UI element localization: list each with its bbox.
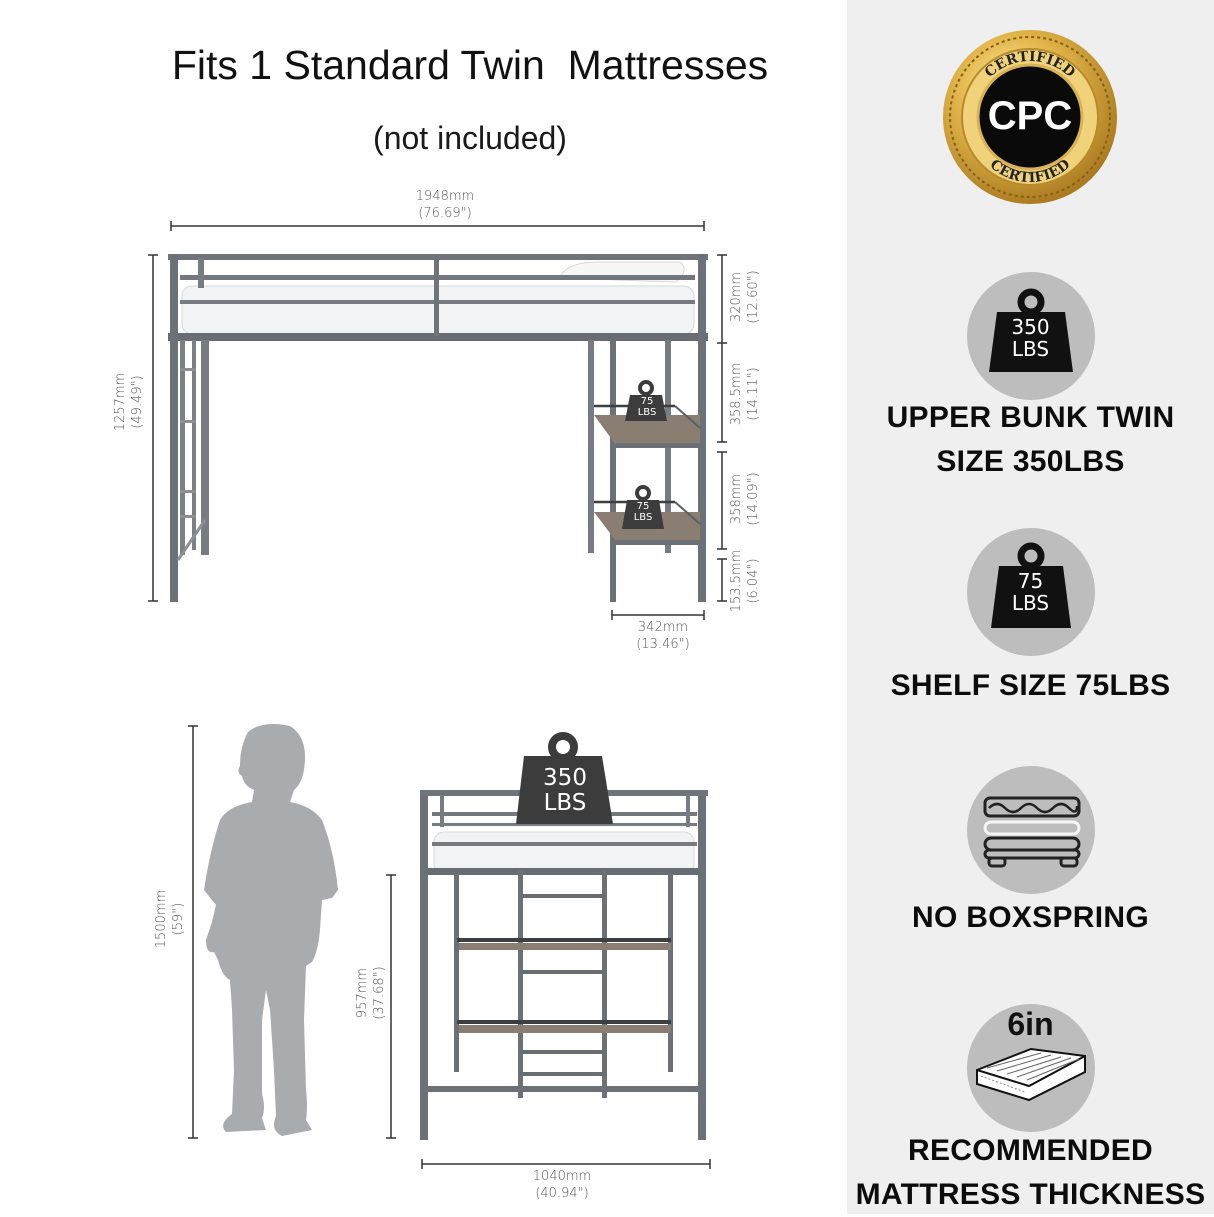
bed-weight-value: 350 (543, 765, 587, 791)
clearance-label: 957mm (37.68") (354, 948, 388, 1038)
upper-bunk-weight-text: 350 LBS (967, 316, 1095, 360)
shelf-weight-icon-1 (625, 380, 667, 421)
shelf-gap-1-label: 358.5mm (14.11") (728, 349, 762, 439)
shelf-depth-in: (13.46") (636, 637, 690, 652)
shelf-weight-unit: LBS (633, 512, 653, 523)
shelf-gap-1-in: (14.11") (746, 367, 761, 421)
bed-weight-label: 350 LBS (520, 766, 610, 816)
no-boxspring-circle (966, 766, 1095, 894)
front-view-drawing (188, 724, 711, 1169)
caption-line-1: UPPER BUNK TWIN (886, 401, 1175, 434)
weight-icon (990, 542, 1071, 628)
weight-unit: LBS (1011, 591, 1050, 615)
height-mm: 1257mm (113, 372, 128, 432)
cpc-badge-center-text: CPC (987, 94, 1073, 138)
shelf-floor-in: (6.04") (746, 558, 761, 604)
upper-bunk-weight-circle: 350 LBS (966, 272, 1095, 400)
shelf-weight-label-1: 75 LBS (628, 396, 666, 418)
weight-icon (988, 288, 1073, 372)
weight-unit: LBS (1011, 337, 1050, 361)
shelf-weight-label-2: 75 LBS (624, 501, 662, 523)
shelf-depth-mm: 342mm (637, 620, 689, 635)
shelf-weight-value: 75 (640, 396, 654, 407)
guard-height-in: (12.60") (746, 270, 761, 324)
caption-line-2: SIZE 350LBS (936, 445, 1125, 478)
child-height-mm: 1500mm (154, 889, 169, 949)
mattress-thickness-circle (966, 1004, 1095, 1132)
upper-bunk-caption: UPPER BUNK TWIN SIZE 350LBS (847, 396, 1214, 484)
shelf-weight-value: 75 (636, 501, 650, 512)
no-boxspring-caption: NO BOXSPRING (912, 901, 1149, 934)
shelf-gap-2-label: 358mm (14.09") (728, 454, 762, 544)
width-in: (40.94") (535, 1186, 589, 1201)
bed-weight-unit: LBS (543, 790, 587, 816)
shelf-gap-1-mm: 358.5mm (729, 362, 744, 426)
length-in: (76.69") (418, 206, 472, 221)
guard-height-mm: 320mm (729, 271, 744, 323)
child-silhouette (204, 724, 338, 1136)
width-mm: 1040mm (532, 1169, 592, 1184)
child-height-label: 1500mm (59") (153, 874, 187, 964)
no-boxspring-icon (983, 796, 1080, 868)
clearance-mm: 957mm (355, 967, 370, 1019)
shelf-depth-label: 342mm (13.46") (613, 619, 713, 653)
shelf-gap-2-mm: 358mm (729, 473, 744, 525)
height-dimension-label: 1257mm (49.49") (112, 357, 146, 447)
mattress-caption: RECOMMENDED MATTRESS THICKNESS (847, 1129, 1214, 1217)
weight-value: 350 (1011, 315, 1050, 339)
child-height-in: (59") (171, 902, 186, 936)
page-title: Fits 1 Standard Twin Mattresses (171, 42, 769, 88)
mattress-thickness-value: 6in (1007, 1006, 1054, 1042)
clearance-in: (37.68") (372, 966, 387, 1020)
caption-line-2: MATTRESS THICKNESS (855, 1178, 1206, 1211)
length-dimension-label: 1948mm (76.69") (380, 188, 510, 222)
weight-value: 75 (1017, 569, 1044, 593)
shelf-floor-label: 153.5mm (6.04") (728, 536, 762, 626)
shelf-weight-unit: LBS (637, 407, 657, 418)
shelf-caption: SHELF SIZE 75LBS (890, 669, 1171, 702)
width-label: 1040mm (40.94") (512, 1168, 612, 1202)
features-panel: CERTIFIED CERTIFIED CPC 350 LBS UPPER BU… (847, 0, 1214, 1214)
mattress-icon (975, 1047, 1086, 1102)
shelf-weight-text: 75 LBS (967, 570, 1095, 614)
length-mm: 1948mm (415, 189, 475, 204)
side-view-drawing (148, 221, 727, 620)
bed-weight-icon (516, 732, 613, 824)
height-in: (49.49") (130, 375, 145, 429)
shelf-weight-icon-2 (622, 485, 664, 529)
page-subtitle: (not included) (373, 120, 567, 156)
certified-seal-icon: CERTIFIED CERTIFIED (943, 30, 1117, 204)
shelf-floor-mm: 153.5mm (729, 549, 744, 613)
shelf-gap-2-in: (14.09") (746, 472, 761, 526)
shelf-weight-circle: 75 LBS (966, 528, 1095, 656)
cpc-certified-badge: CERTIFIED CERTIFIED CPC (941, 28, 1119, 206)
side-view-diagram: 1948mm (76.69") (0, 0, 847, 690)
caption-line-1: RECOMMENDED (908, 1134, 1153, 1167)
guard-height-label: 320mm (12.60") (728, 252, 762, 342)
front-view-diagram: 350 LBS 1500mm (59") 957mm (37.68") 1040… (0, 690, 847, 1214)
